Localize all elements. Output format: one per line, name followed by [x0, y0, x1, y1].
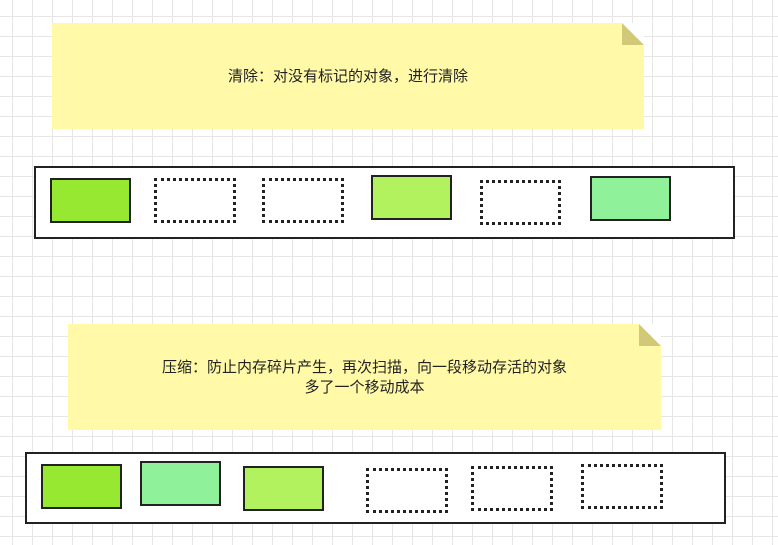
- compact-note-text: 压缩：防止内存碎片产生，再次扫描，向一段移动存活的对象 多了一个移动成本: [162, 357, 567, 397]
- memory-block-cleared: [154, 178, 236, 223]
- memory-block-free: [581, 464, 663, 509]
- memory-block-cleared: [480, 180, 561, 225]
- memory-block-live: [243, 466, 324, 511]
- memory-block-live: [50, 178, 131, 223]
- memory-block-live: [371, 175, 452, 220]
- sweep-note-text: 清除：对没有标记的对象，进行清除: [227, 67, 468, 85]
- memory-block-cleared: [262, 178, 344, 223]
- memory-block-live: [590, 176, 671, 221]
- sweep-memory-track: [34, 166, 735, 239]
- memory-block-free: [366, 468, 448, 513]
- memory-block-live: [41, 464, 122, 509]
- compact-note-line-2: 多了一个移动成本: [304, 378, 425, 396]
- memory-block-free: [471, 466, 553, 511]
- note-fold-corner: [622, 23, 644, 45]
- memory-block-live: [140, 461, 221, 506]
- compact-note-line-1: 压缩：防止内存碎片产生，再次扫描，向一段移动存活的对象: [161, 358, 567, 376]
- compact-note: 压缩：防止内存碎片产生，再次扫描，向一段移动存活的对象 多了一个移动成本: [68, 324, 661, 430]
- note-fold-corner: [639, 324, 661, 346]
- compact-memory-track: [25, 452, 726, 524]
- sweep-note: 清除：对没有标记的对象，进行清除: [52, 23, 644, 129]
